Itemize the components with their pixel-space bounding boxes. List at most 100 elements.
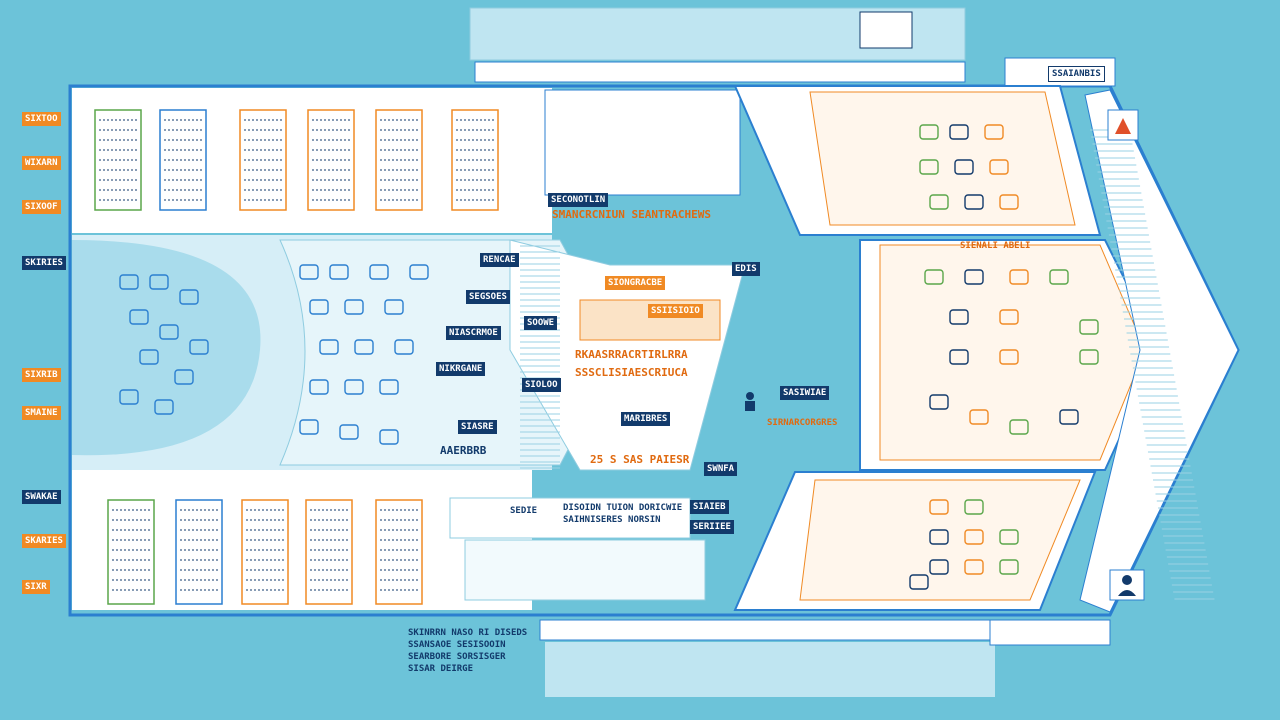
shelf-unit <box>107 499 155 605</box>
table-icon <box>154 399 174 415</box>
center-label-7: MARIBRES <box>621 412 671 426</box>
table-icon <box>379 379 399 395</box>
lower-header: SEDIE <box>510 506 538 516</box>
shelving-units <box>94 109 499 605</box>
staff-icon <box>1109 569 1145 601</box>
shelf-unit <box>159 109 207 211</box>
table-icon <box>964 529 984 545</box>
shelf-unit <box>451 109 499 211</box>
center-orange-2: SSIISIOIO <box>648 304 703 318</box>
lower-label: SERIIEE <box>690 520 734 534</box>
table-icon <box>1079 319 1099 335</box>
table-icon <box>999 349 1019 365</box>
person-icon <box>745 392 755 411</box>
table-icon <box>299 264 319 280</box>
top-right-tag: SSAIANBIS <box>1048 66 1105 82</box>
shelf-unit <box>375 499 423 605</box>
table-icon <box>319 339 339 355</box>
shelf-unit <box>241 499 289 605</box>
table-icon <box>964 194 984 210</box>
table-icon <box>919 159 939 175</box>
table-icon <box>969 409 989 425</box>
center-orange-3: RKAASRRACRTIRLRRA <box>575 350 688 360</box>
table-icon <box>344 299 364 315</box>
center-title: SMANCRCNIUN SEANTRACHEWS <box>552 210 711 220</box>
lower-header-2: DISOIDN TUION DORICWIE <box>563 503 683 513</box>
center-label-5: NIKRGANE <box>436 362 486 376</box>
table-icon <box>909 574 929 590</box>
table-icon <box>929 529 949 545</box>
table-icon <box>1009 269 1029 285</box>
legend-tag-6: SMAINE <box>22 406 61 420</box>
center-label-6: SIOLOO <box>522 378 561 392</box>
table-icon <box>949 124 969 140</box>
center-label-3: SOOWE <box>524 316 558 330</box>
seating-tables <box>119 124 1099 590</box>
table-icon <box>1059 409 1079 425</box>
corridor-stripes <box>520 129 1215 600</box>
shelf-unit <box>175 499 223 605</box>
legend-tag-8: SKARIES <box>22 534 66 548</box>
exit-icon <box>1107 109 1139 141</box>
table-icon <box>329 264 349 280</box>
table-icon <box>999 309 1019 325</box>
table-icon <box>964 559 984 575</box>
footnote-4: SISAR DEIRGE <box>408 664 474 674</box>
table-icon <box>999 529 1019 545</box>
table-icon <box>394 339 414 355</box>
center-caption-1: AAERBRB <box>440 446 487 456</box>
center-orange-4: SSSCLISIAESCRIUCA <box>575 368 688 378</box>
table-icon <box>119 389 139 405</box>
table-icon <box>1049 269 1069 285</box>
legend-tag-1: SIXTOO <box>22 112 61 126</box>
table-icon <box>159 324 179 340</box>
center-label-8: SIASRE <box>458 420 497 434</box>
table-icon <box>964 499 984 515</box>
table-icon <box>384 299 404 315</box>
right-orange-1: SIRNARCORGRES <box>767 418 838 428</box>
legend-tag-3: SIXOOF <box>22 200 61 214</box>
shelf-unit <box>307 109 355 211</box>
table-icon <box>1009 419 1029 435</box>
lower-header-3: SAIHNISERES NORSIN <box>563 515 661 525</box>
center-label-4: NIASCRMOE <box>446 326 501 340</box>
legend-tag-7: SWAKAE <box>22 490 61 504</box>
table-icon <box>954 159 974 175</box>
table-icon <box>1079 349 1099 365</box>
footnote-3: SEARBORE SORSISGER <box>408 652 506 662</box>
table-icon <box>379 429 399 445</box>
table-icon <box>129 309 149 325</box>
table-icon <box>929 394 949 410</box>
right-label-1: EDIS <box>732 262 760 276</box>
table-icon <box>984 124 1004 140</box>
right-section-title: SIENALI ABELI <box>960 241 1031 251</box>
legend-tag-5: SIXRIB <box>22 368 61 382</box>
legend-tag-4: SKIRIES <box>22 256 66 270</box>
center-label-1: RENCAE <box>480 253 519 267</box>
table-icon <box>339 424 359 440</box>
shelf-unit <box>305 499 353 605</box>
table-icon <box>964 269 984 285</box>
table-icon <box>299 419 319 435</box>
table-icon <box>344 379 364 395</box>
table-icon <box>369 264 389 280</box>
table-icon <box>309 379 329 395</box>
table-icon <box>139 349 159 365</box>
shelf-unit <box>239 109 287 211</box>
table-icon <box>949 349 969 365</box>
table-icon <box>149 274 169 290</box>
middle-region <box>72 235 746 471</box>
table-icon <box>929 499 949 515</box>
shelf-unit <box>375 109 423 211</box>
right-label-4: SIAIEB <box>690 500 729 514</box>
table-icon <box>189 339 209 355</box>
table-icon <box>409 264 429 280</box>
table-icon <box>309 299 329 315</box>
center-orange-1: SIONGRACBE <box>605 276 666 290</box>
center-caption-2: 25 S SAS PAIESR <box>590 455 690 465</box>
shelf-unit <box>94 109 142 211</box>
table-icon <box>929 559 949 575</box>
top-header-strips <box>469 7 966 83</box>
footnote-2: SSANSAOE SESISOOIN <box>408 640 506 650</box>
footnote-1: SKINRRN NASO RI DISEDS <box>408 628 528 638</box>
